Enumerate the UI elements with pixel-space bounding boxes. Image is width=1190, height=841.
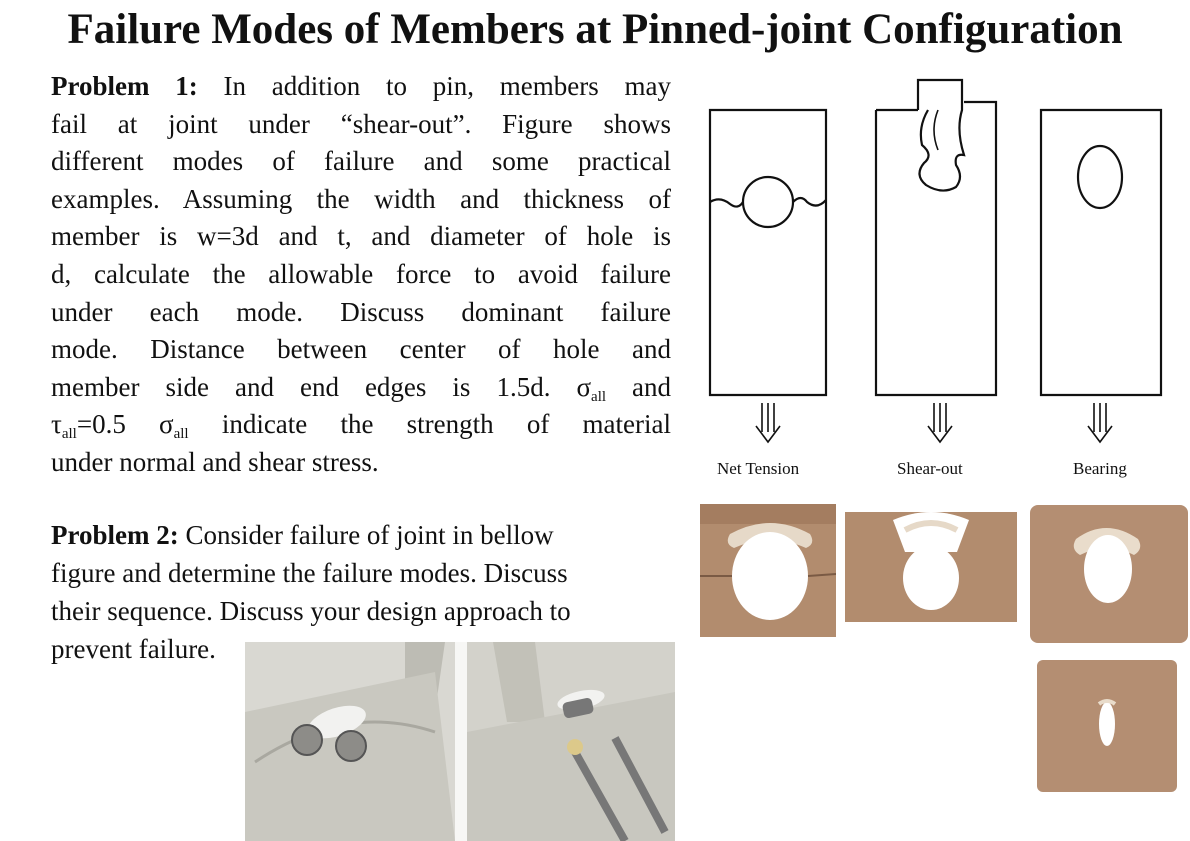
net-tension-schematic — [708, 108, 828, 444]
caption-shear-out: Shear-out — [897, 459, 963, 478]
p1-line-4: examples. Assuming the width and thickne… — [51, 183, 671, 214]
p1-line-7: under each mode. Discuss dominant failur… — [51, 296, 671, 327]
bearing-photo — [1030, 505, 1188, 643]
p1-line-6: d, calculate the allowable force to avoi… — [51, 258, 671, 289]
shear-out-schematic — [874, 78, 998, 444]
p1-line-3: different modes of failure and some prac… — [51, 146, 671, 177]
shear-out-photo — [845, 512, 1017, 622]
p1-line-1: Problem 1: In addition to pin, members m… — [51, 71, 671, 101]
joint-failure-photo — [245, 642, 675, 841]
p1-line-9: member side and end edges is 1.5d. σall … — [51, 371, 672, 405]
p1-line-8: mode. Distance between center of hole an… — [51, 334, 671, 365]
p2-line-2: figure and determine the failure modes. … — [51, 558, 568, 588]
p2-line-1: Problem 2: Consider failure of joint in … — [51, 520, 554, 550]
caption-bearing: Bearing — [1073, 459, 1127, 478]
p2-line-3: their sequence. Discuss your design appr… — [51, 596, 571, 626]
p1-line-2: fail at joint under “shear-out”. Figure … — [51, 108, 671, 139]
p1-line-5: member is w=3d and t, and diameter of ho… — [51, 221, 671, 252]
problem-2-text: Problem 2: Consider failure of joint in … — [51, 516, 671, 668]
bearing-schematic — [1039, 108, 1163, 444]
p1-line-11: under normal and shear stress. — [51, 446, 379, 477]
caption-net-tension: Net Tension — [717, 459, 800, 478]
problem-2-label: Problem 2: — [51, 520, 179, 550]
problem-1-text: Problem 1: In addition to pin, members m… — [51, 68, 671, 482]
page-title: Failure Modes of Members at Pinned-joint… — [67, 6, 1123, 53]
failure-modes-diagram — [708, 78, 1163, 444]
p2-line-4: prevent failure. — [51, 634, 216, 664]
problem-1-label: Problem 1: — [51, 71, 198, 101]
bearing-photo-small — [1037, 660, 1177, 792]
net-tension-photo — [700, 504, 836, 637]
p1-line-10: τall=0.5 σall indicate the strength of m… — [51, 409, 671, 443]
